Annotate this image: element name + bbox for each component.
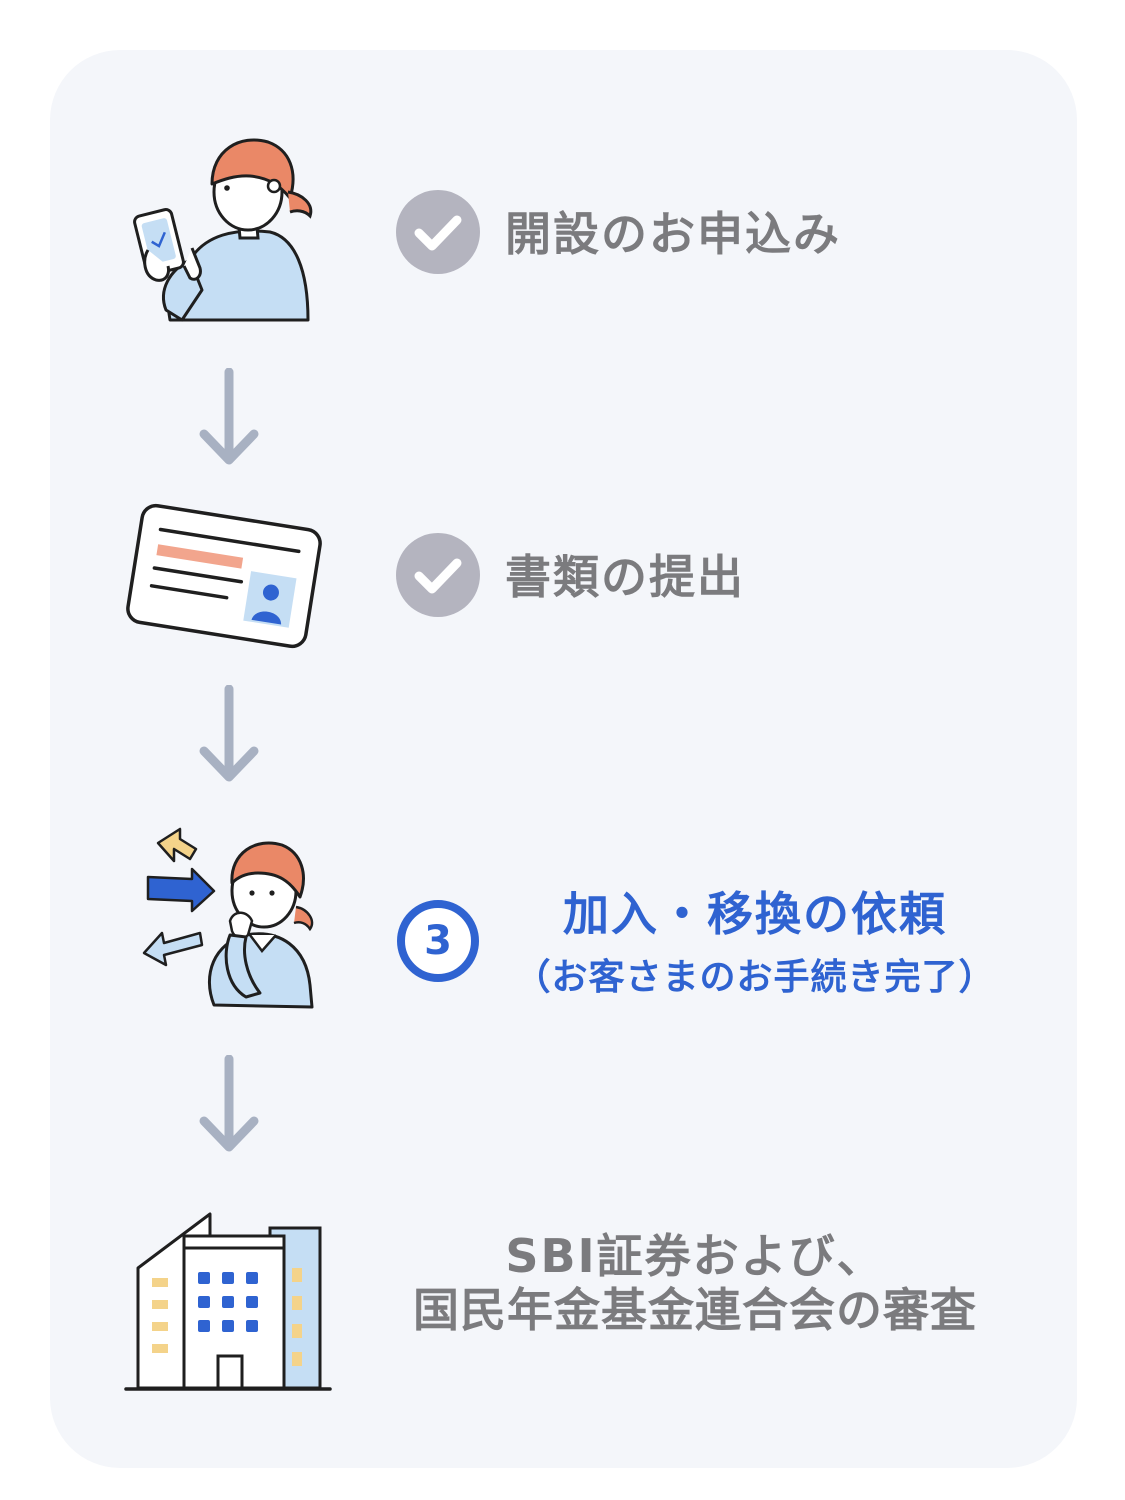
step-3-number-badge: 3	[395, 898, 481, 984]
step-2-label: 書類の提出	[505, 550, 745, 604]
down-arrow-icon	[199, 1055, 259, 1152]
step-3-sublabel: （お客さまのお手続き完了）	[514, 957, 996, 998]
office-building-illustration	[124, 1212, 332, 1391]
step-1-check-icon	[396, 190, 480, 274]
step-1-label: 開設のお申込み	[505, 207, 841, 261]
step-3-number: 3	[424, 918, 452, 964]
document-card-illustration	[126, 503, 322, 649]
woman-thinking-illustration	[142, 827, 314, 1009]
step-3-label: 加入・移換の依頼	[563, 887, 947, 941]
down-arrow-icon	[199, 368, 259, 465]
step-2-check-icon	[396, 533, 480, 617]
step-4-label-line2: 国民年金基金連合会の審査	[413, 1283, 977, 1337]
down-arrow-icon	[199, 685, 259, 782]
woman-with-smartphone-illustration	[133, 138, 313, 322]
step-4-label-line1: SBI証券および、	[505, 1229, 885, 1283]
